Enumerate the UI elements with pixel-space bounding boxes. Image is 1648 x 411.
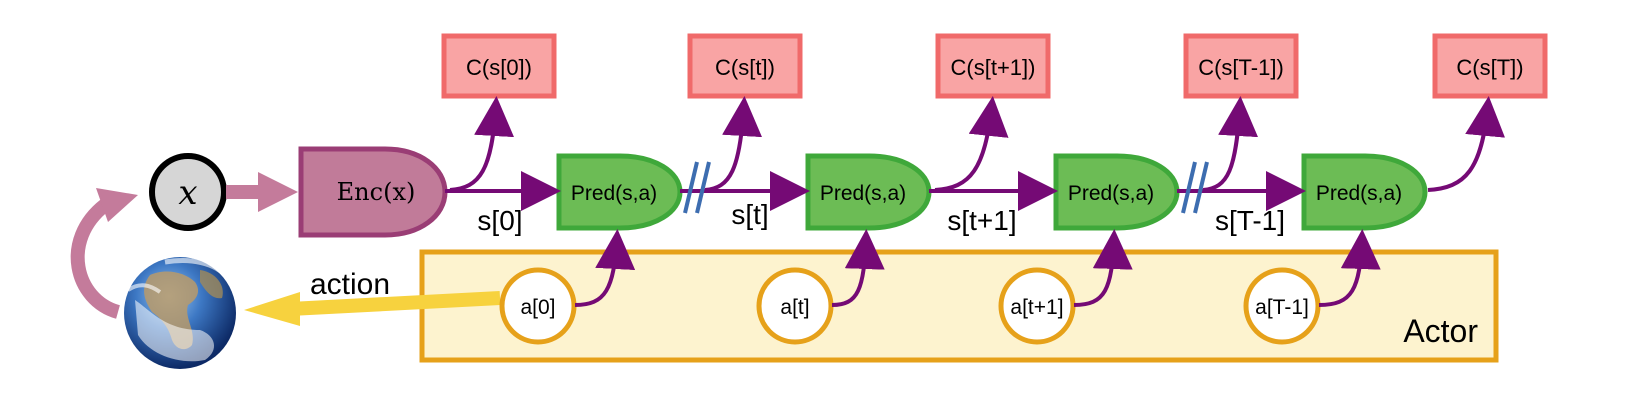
- predictor-label: Pred(s,a): [820, 182, 906, 205]
- action-arrow: action: [244, 268, 501, 326]
- state-label: s[t]: [731, 199, 768, 230]
- action-node: a[T-1]: [1243, 267, 1321, 345]
- action-arrow-up: [1318, 229, 1381, 307]
- world-to-observation-arrow: [70, 188, 138, 319]
- cost-box: C(s[T-1]): [1183, 33, 1299, 99]
- cost-label: C(s[t+1]): [951, 55, 1036, 80]
- cost-label: C(s[T-1]): [1198, 55, 1284, 80]
- cost-box: C(s[T]): [1432, 33, 1548, 99]
- actor-label: Actor: [1403, 313, 1478, 349]
- cost-label: C(s[T]): [1456, 55, 1523, 80]
- action-node: a[t]: [756, 267, 834, 345]
- cost-label: C(s[t]): [715, 55, 775, 80]
- cost-box: C(s[0]): [441, 33, 557, 99]
- cost-arrow: [1427, 96, 1506, 192]
- cost-arrow: [704, 96, 763, 192]
- state-label: s[t+1]: [947, 205, 1016, 236]
- predictor-module: Pred(s,a): [556, 153, 683, 231]
- cost-box: C(s[t+1]): [935, 33, 1051, 99]
- cost-label: C(s[0]): [466, 55, 532, 80]
- predictor-module: Pred(s,a): [1301, 153, 1428, 231]
- state-label: s[0]: [477, 205, 522, 236]
- predictor-label: Pred(s,a): [1316, 182, 1402, 205]
- action-node-label: a[t]: [780, 296, 809, 319]
- cost-arrow: [1202, 96, 1259, 192]
- action-node-label: a[0]: [520, 296, 555, 319]
- predictor-label: Pred(s,a): [1068, 182, 1154, 205]
- predictor-module: Pred(s,a): [805, 153, 932, 231]
- cost-box: C(s[t]): [687, 33, 803, 99]
- predictor-label: Pred(s,a): [571, 182, 657, 205]
- action-node: a[0]: [499, 267, 577, 345]
- action-node-label: a[T-1]: [1255, 296, 1309, 319]
- sequence-break-marks: [683, 161, 1209, 214]
- encoder-module: Enc(x): [298, 146, 448, 238]
- action-node-label: a[t+1]: [1010, 296, 1063, 319]
- action-node: a[t+1]: [998, 267, 1076, 345]
- action-arrow-up: [1073, 229, 1133, 307]
- action-to-predictor-arrows: [574, 229, 1381, 307]
- predictor-module: Pred(s,a): [1053, 153, 1180, 231]
- observation-label: x: [178, 173, 197, 213]
- observation-to-encoder-arrow: [226, 172, 298, 212]
- cost-arrows: [449, 96, 1506, 192]
- action-arrow-up: [574, 229, 636, 307]
- encoder-label: Enc(x): [337, 178, 416, 206]
- cost-arrow: [934, 96, 1009, 192]
- state-label: s[T-1]: [1215, 205, 1285, 236]
- cost-arrow: [449, 96, 515, 192]
- observation-node: x: [149, 153, 227, 231]
- action-arrow-up: [831, 229, 885, 307]
- earth-icon: [124, 257, 236, 369]
- action-text: action: [310, 268, 390, 301]
